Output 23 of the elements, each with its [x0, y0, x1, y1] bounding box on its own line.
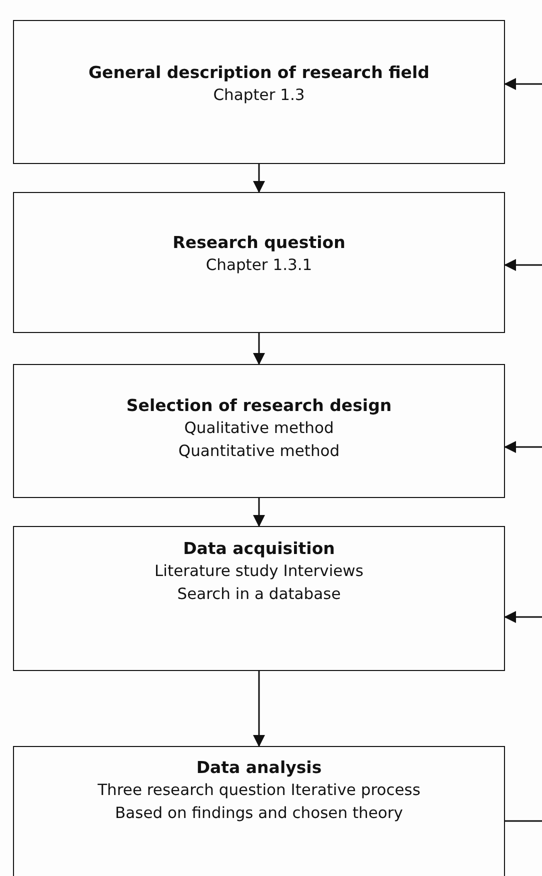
box-heading: Data acquisition — [183, 538, 335, 560]
process-box — [13, 526, 505, 671]
box-heading: Selection of research design — [126, 395, 392, 417]
process-box — [13, 192, 505, 333]
box-text: Three research question Iterative process Based on findings and chosen theory — [96, 780, 422, 824]
arrow — [253, 333, 265, 365]
box-heading: Data analysis — [196, 757, 322, 779]
box-heading: General description of research field — [88, 62, 430, 84]
process-box — [13, 364, 505, 498]
process-box — [13, 746, 505, 876]
arrow — [253, 498, 265, 527]
box-heading: Research question — [172, 232, 346, 254]
arrow — [504, 78, 542, 90]
arrow — [504, 611, 542, 623]
process-box — [13, 20, 505, 164]
arrow — [504, 441, 542, 453]
arrow — [504, 259, 542, 271]
box-text: Literature study Interviews Search in a database — [154, 561, 364, 605]
box-text: Qualitative method Quantitative method — [177, 418, 341, 462]
box-text: Chapter 1.3 — [212, 85, 306, 106]
arrow — [253, 671, 265, 747]
box-text: Chapter 1.3.1 — [204, 255, 314, 276]
arrow — [253, 164, 265, 193]
